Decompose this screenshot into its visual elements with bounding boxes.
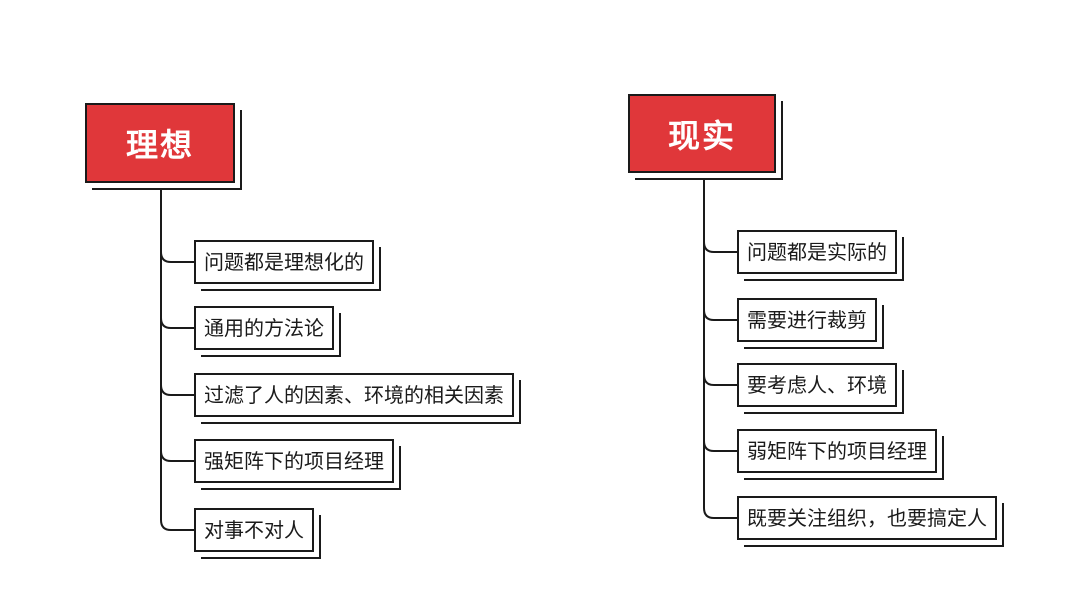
left-connectors xyxy=(160,183,194,531)
left-item-label: 过滤了人的因素、环境的相关因素 xyxy=(204,383,504,407)
right-branch-line-3 xyxy=(703,374,737,386)
left-item-4: 强矩阵下的项目经理 xyxy=(194,439,394,483)
right-item-4: 弱矩阵下的项目经理 xyxy=(737,429,937,473)
right-trunk-line xyxy=(703,173,737,519)
left-item-5: 对事不对人 xyxy=(194,508,314,552)
right-item-5: 既要关注组织，也要搞定人 xyxy=(737,496,997,540)
left-trunk-line xyxy=(160,183,194,531)
right-item-label: 既要关注组织，也要搞定人 xyxy=(747,506,987,530)
left-branch-line-3 xyxy=(160,384,194,396)
left-item-label: 对事不对人 xyxy=(204,518,304,542)
right-item-label: 问题都是实际的 xyxy=(747,240,887,264)
right-item-label: 要考虑人、环境 xyxy=(747,373,887,397)
right-item-3: 要考虑人、环境 xyxy=(737,363,897,407)
left-branch-line-4 xyxy=(160,450,194,462)
right-item-1: 问题都是实际的 xyxy=(737,230,897,274)
right-branch-line-2 xyxy=(703,309,737,321)
right-root-node: 现实 xyxy=(628,94,776,173)
left-item-label: 通用的方法论 xyxy=(204,316,324,340)
right-branch-line-1 xyxy=(703,241,737,253)
left-item-label: 强矩阵下的项目经理 xyxy=(204,449,384,473)
right-root-title: 现实 xyxy=(667,116,736,155)
right-connectors xyxy=(703,173,737,519)
left-branch-line-2 xyxy=(160,317,194,329)
left-item-label: 问题都是理想化的 xyxy=(204,250,364,274)
left-item-3: 过滤了人的因素、环境的相关因素 xyxy=(194,373,514,417)
right-item-2: 需要进行裁剪 xyxy=(737,298,877,342)
right-item-label: 需要进行裁剪 xyxy=(747,308,867,332)
left-branch-line-1 xyxy=(160,251,194,263)
left-root-node: 理想 xyxy=(85,103,235,183)
right-branch-line-4 xyxy=(703,440,737,452)
left-root-title: 理想 xyxy=(125,126,194,164)
left-item-1: 问题都是理想化的 xyxy=(194,240,374,284)
left-item-2: 通用的方法论 xyxy=(194,306,334,350)
right-item-label: 弱矩阵下的项目经理 xyxy=(747,439,927,463)
